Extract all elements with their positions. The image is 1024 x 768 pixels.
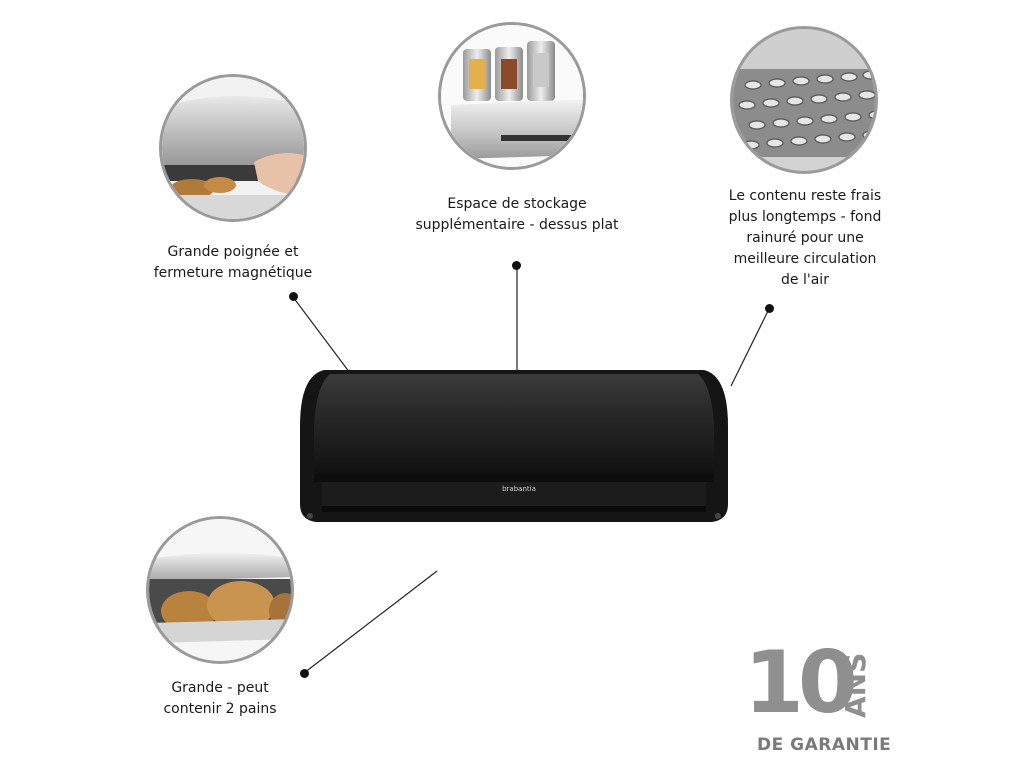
caption-line: Espace de stockage [447, 196, 587, 212]
caption-line: rainuré pour une [746, 230, 864, 246]
brand-logo: brabantia [502, 485, 536, 493]
caption-line: supplémentaire - dessus plat [415, 217, 619, 233]
caption-storage: Espace de stockage supplémentaire - dess… [404, 194, 630, 236]
handle-detail-image [159, 74, 307, 222]
callout-dot-fresh [765, 304, 774, 313]
caption-line: meilleure circulation [733, 251, 877, 267]
callout-dot-capacity [300, 669, 309, 678]
caption-capacity: Grande - peut contenir 2 pains [146, 678, 294, 720]
warranty-unit: ANS [839, 652, 872, 718]
callout-dot-handle [289, 292, 298, 301]
caption-line: Le contenu reste frais [728, 188, 882, 204]
caption-line: plus longtemps - fond [728, 209, 882, 225]
storage-detail-image [438, 22, 586, 170]
caption-fresh: Le contenu reste frais plus longtemps - … [714, 186, 896, 291]
caption-line: Grande poignée et [167, 244, 299, 260]
capacity-detail-image [146, 516, 294, 664]
bread-bin-image [300, 370, 728, 522]
caption-line: de l'air [781, 272, 829, 288]
callout-dot-storage [512, 261, 521, 270]
warranty-number: 10 [744, 633, 858, 733]
caption-line: fermeture magnétique [153, 265, 313, 281]
caption-line: Grande - peut [171, 680, 269, 696]
warranty-subtitle: DE GARANTIE [757, 735, 892, 755]
fresh-detail-image [730, 26, 878, 174]
caption-line: contenir 2 pains [163, 701, 277, 717]
caption-handle: Grande poignée et fermeture magnétique [146, 242, 320, 284]
